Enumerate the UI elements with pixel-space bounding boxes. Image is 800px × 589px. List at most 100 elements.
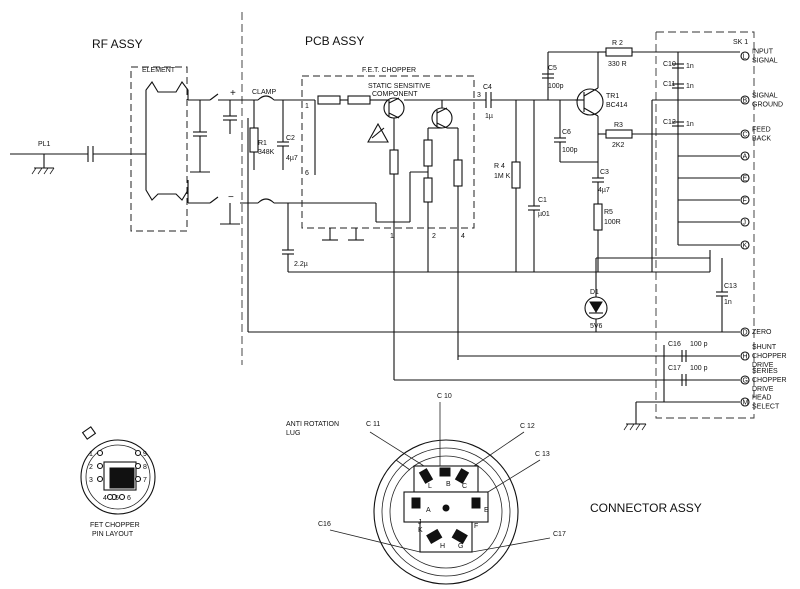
sk1-pin-l xyxy=(740,51,750,61)
tr1-value: BC414 xyxy=(606,102,628,109)
c4-value: 1µ xyxy=(485,113,493,120)
minus-sign: − xyxy=(228,192,234,203)
sk1-pin-letter-d: D xyxy=(743,330,748,337)
sk1-pin-label-h: CHOPPER xyxy=(752,353,787,360)
minus-ground-symbol xyxy=(220,203,240,225)
sk1-pin-letter-f: F xyxy=(743,198,747,205)
head-select-ground xyxy=(623,402,647,431)
plus-sign: + xyxy=(230,88,236,99)
c5-capacitor xyxy=(542,73,554,79)
chopper-pin-dot-2 xyxy=(96,462,104,470)
chopper-pin-number-8: 8 xyxy=(143,464,147,471)
r3-resistor xyxy=(605,129,633,139)
connector-assy-drawing xyxy=(329,402,551,585)
c13-value: 1n xyxy=(724,299,732,306)
r1-value: 348K xyxy=(258,149,275,156)
r3-value: 2K2 xyxy=(612,142,625,149)
minus-clamp-arc xyxy=(257,198,275,204)
c17-name: C17 xyxy=(668,365,681,372)
tr1-name: TR1 xyxy=(606,93,619,100)
sk1-pin-h xyxy=(740,351,750,361)
sk1-pin-label-c: FEED xyxy=(752,127,771,134)
sk1-pin-label-l: INPUT xyxy=(752,49,774,56)
chopper-pin-1-label: 1 xyxy=(390,233,394,240)
r4-name: R 4 xyxy=(494,163,505,170)
element-label: ELEMENT xyxy=(142,67,176,74)
c10-capacitor xyxy=(672,63,684,69)
r2-name: R 2 xyxy=(612,40,623,47)
sk1-pin-letter-k: K xyxy=(743,243,748,250)
chopper-resistor-6 xyxy=(453,159,463,187)
c7-capacitor xyxy=(282,203,294,272)
pin-layout-subtitle: PIN LAYOUT xyxy=(92,531,134,538)
anti-rotation-label: ANTI ROTATION xyxy=(286,421,339,428)
plus-ground-symbol xyxy=(223,100,237,134)
sk1-pin-m xyxy=(740,397,750,407)
static-sensitive-label: STATIC SENSITIVE xyxy=(368,83,431,90)
sk1-pin-e xyxy=(740,173,750,183)
r2-value: 330 R xyxy=(608,61,627,68)
sk1-pin-label-d: ZERO xyxy=(752,329,772,336)
r2-resistor xyxy=(605,47,633,57)
c6-name: C6 xyxy=(562,129,571,136)
sk1-pin-d xyxy=(740,327,750,337)
chopper-pin-number-7: 7 xyxy=(143,477,147,484)
c4-capacitor xyxy=(485,92,492,108)
d1-zener-diode xyxy=(584,296,608,320)
sk1-pin-label-l: SIGNAL xyxy=(752,58,778,65)
chopper-ground-2 xyxy=(348,228,364,241)
r3-name: R3 xyxy=(614,122,623,129)
c2-name: C2 xyxy=(286,135,295,142)
c6-capacitor xyxy=(554,137,566,143)
r4-value: 1M K xyxy=(494,173,511,180)
sk1-pin-label-h: DRIVE xyxy=(752,362,774,369)
pl1-label: PL1 xyxy=(38,141,51,148)
chopper-pin-4-label: 4 xyxy=(461,233,465,240)
pcb-node-1: 1 xyxy=(305,103,309,110)
r5-resistor xyxy=(593,203,603,231)
c13-capacitor xyxy=(716,291,728,297)
c3-name: C3 xyxy=(600,169,609,176)
c2-value: 4µ7 xyxy=(286,155,298,162)
r4-resistor xyxy=(511,161,521,189)
r1-name: R1 xyxy=(258,140,267,147)
c5-value: 100p xyxy=(548,83,564,90)
c2-capacitor xyxy=(277,100,289,170)
chopper-pin-dot-5 xyxy=(106,493,114,501)
sk1-pin-j xyxy=(740,217,750,227)
pl1-ground-symbol xyxy=(31,154,55,175)
connector-letter-g: G xyxy=(458,543,463,550)
chopper-resistor-1 xyxy=(317,95,341,105)
c16-callout: C16 xyxy=(318,521,331,528)
lug-label: LUG xyxy=(286,430,300,437)
sk1-pin-f xyxy=(740,195,750,205)
sk1-pin-letter-j: J xyxy=(743,220,747,227)
c10-value: 1n xyxy=(686,63,694,70)
connector-letter-l: L xyxy=(428,483,432,490)
sk1-pin-label-b: SIGNAL xyxy=(752,93,778,100)
connector-letter-a: A xyxy=(426,507,431,514)
rf-assy-title: RF ASSY xyxy=(92,37,143,51)
chopper-pin-number-3: 3 xyxy=(89,477,93,484)
tr1-transistor xyxy=(575,87,604,117)
r1-resistor xyxy=(249,100,259,170)
chopper-resistor-3 xyxy=(389,149,399,175)
element-top-winding xyxy=(145,81,189,154)
fet-series-transistor xyxy=(431,107,453,129)
c1-value: µ01 xyxy=(538,211,550,218)
sk1-pin-label-b: GROUND xyxy=(752,102,783,109)
pcb-assy-title: PCB ASSY xyxy=(305,34,364,48)
static-sensitive-sub: COMPONENT xyxy=(372,91,418,98)
c11-value: 1n xyxy=(686,83,694,90)
fet-chopper-box xyxy=(301,75,475,229)
chopper-pin-dot-3 xyxy=(96,475,104,483)
c7-value: 2.2µ xyxy=(294,261,308,268)
sk1-pin-letter-m: M xyxy=(743,400,749,407)
sk1-pin-label-c: BACK xyxy=(752,136,771,143)
d1-value: 5V6 xyxy=(590,323,603,330)
c12-name: C12 xyxy=(663,119,676,126)
c13-callout: C 13 xyxy=(535,451,550,458)
d1-name: D1 xyxy=(590,289,599,296)
